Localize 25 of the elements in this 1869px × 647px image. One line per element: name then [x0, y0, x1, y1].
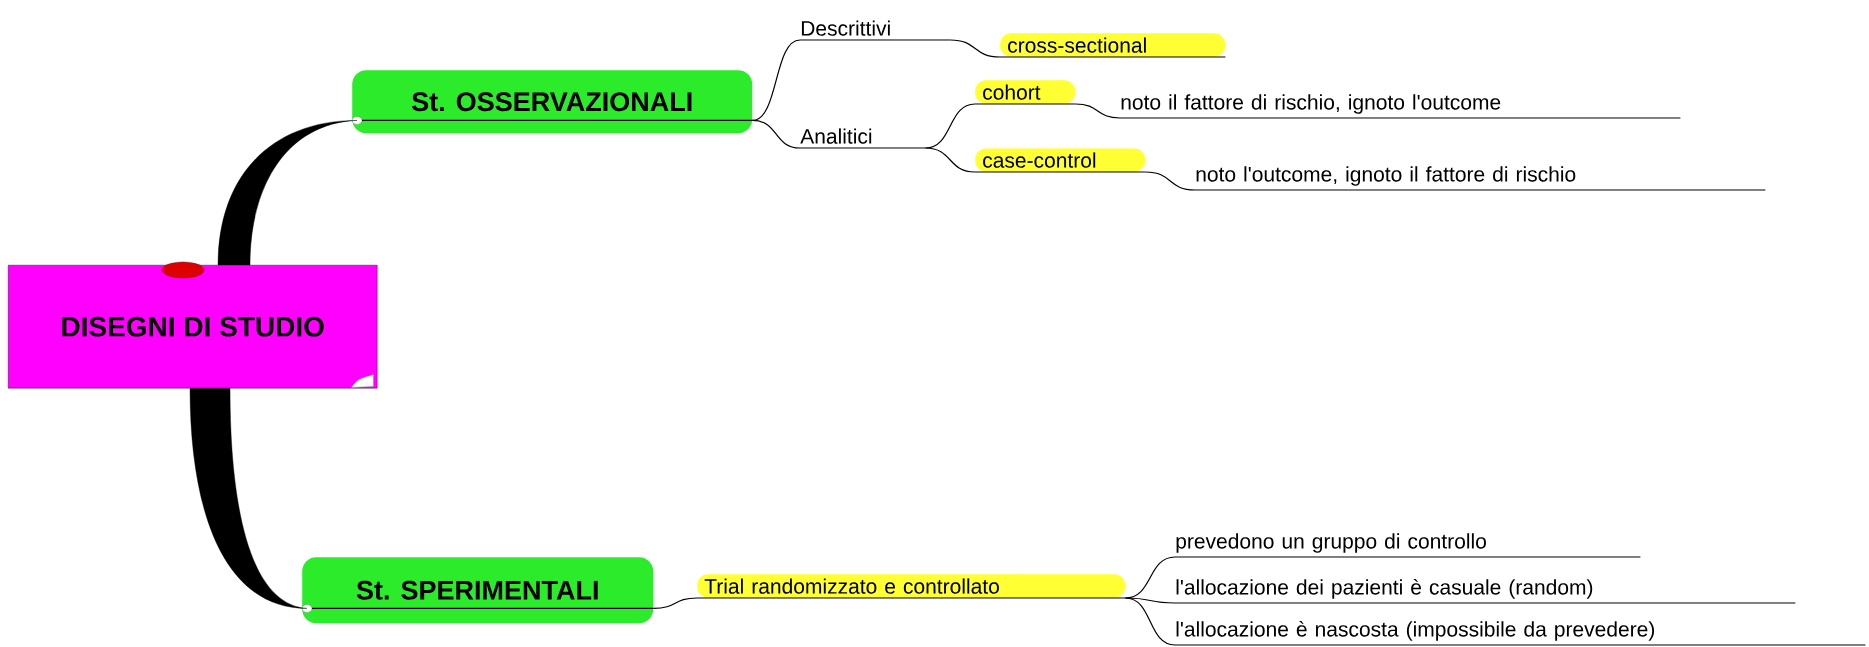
underlined-label: l'allocazione è nascosta (impossibile da prevedere)	[1174, 620, 1866, 646]
tapered-branch	[189, 388, 308, 609]
highlighted-label: case-control	[974, 148, 1146, 173]
underlined-label: prevedono un gruppo di controllo	[1174, 533, 1641, 558]
category-box: St. OSSERVAZIONALI	[351, 70, 753, 134]
branch-line	[1144, 171, 1196, 191]
underlined-label: noto l'outcome, ignoto il fattore di rischio	[1194, 166, 1766, 191]
branch-line	[751, 39, 801, 121]
branch-line	[751, 119, 801, 149]
branch-line	[1074, 103, 1121, 119]
highlighted-label: cohort	[974, 80, 1076, 105]
underlined-label: noto il fattore di rischio, ignoto l'outcome	[1119, 94, 1681, 119]
branch-line	[1124, 597, 1176, 646]
highlighted-label: Trial randomizzato e controllato	[696, 574, 1126, 599]
tapered-branch	[217, 120, 358, 266]
branch-line	[1124, 597, 1176, 604]
underlined-label: Analitici	[799, 128, 926, 149]
branch-line	[924, 147, 976, 173]
underlined-label: l'allocazione dei pazienti è casuale (random)	[1174, 578, 1796, 604]
underlined-label: Descrittivi	[799, 20, 951, 41]
category-box: St. SPERIMENTALI	[301, 557, 654, 624]
highlighted-label: cross-sectional	[999, 33, 1226, 58]
branch-line	[652, 597, 698, 609]
title-box: DISEGNI DI STUDIO	[8, 261, 378, 389]
branch-line	[949, 39, 1001, 58]
